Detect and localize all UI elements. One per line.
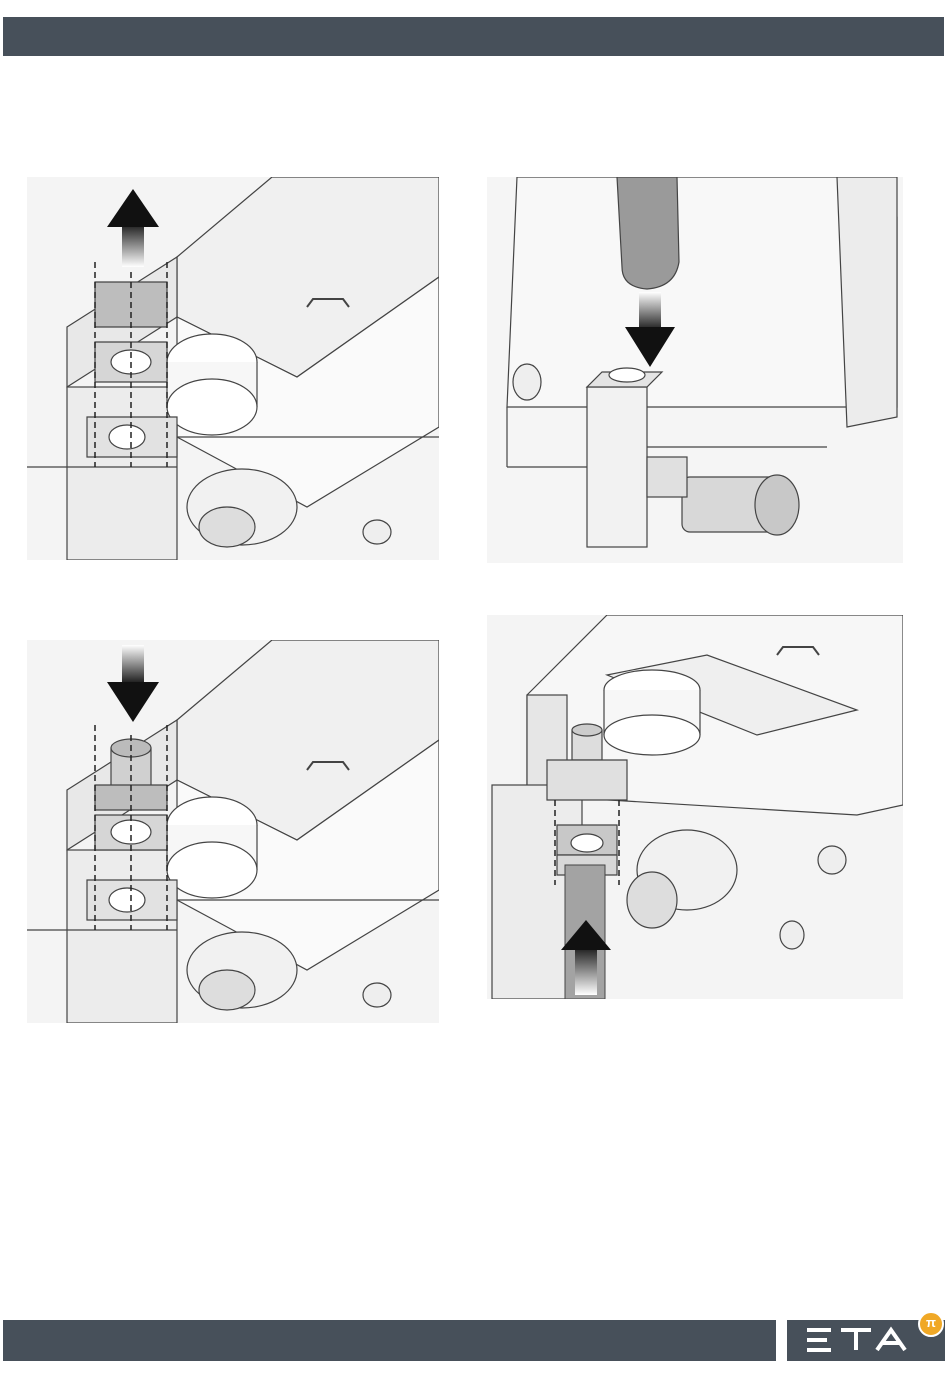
eta-pi-icon: π [918,1311,944,1337]
figure-connect-below [487,615,903,999]
footer-bar [3,1320,776,1361]
figure-insert-hose [487,177,903,563]
figure-remove-cover [27,177,439,560]
header-bar [3,17,944,56]
figure-install-adapter [27,640,439,1023]
